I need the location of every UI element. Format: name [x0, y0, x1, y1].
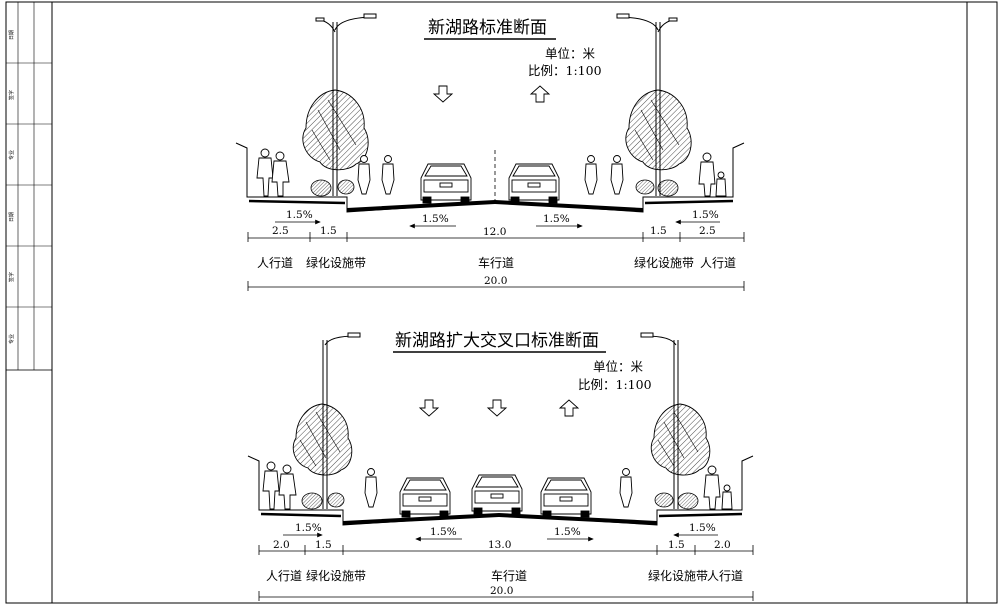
section-title: 新湖路扩大交叉口标准断面	[395, 331, 599, 351]
pedestrian-icon	[256, 148, 290, 197]
width-label: 12.0	[483, 226, 506, 238]
pedestrian-icon	[262, 461, 297, 510]
margin-label: 日期	[9, 212, 15, 222]
shrub-icon	[310, 179, 355, 197]
scale-label: 比例：1:100	[578, 377, 652, 392]
car-icon	[540, 477, 592, 518]
lane-label: 人行道	[707, 569, 743, 583]
lane-label: 绿化设施带	[306, 568, 366, 583]
arrow-down-icon	[486, 399, 508, 417]
cyclist-icon	[364, 468, 378, 508]
width-label: 13.0	[488, 539, 511, 551]
total-width-label: 20.0	[490, 585, 513, 597]
car-icon	[471, 474, 523, 515]
tree-icon	[292, 403, 353, 476]
margin-label: 日期	[9, 30, 15, 40]
margin-label: 签字	[8, 90, 15, 100]
width-label: 2.5	[272, 225, 289, 237]
slope-label: 1.5%	[430, 526, 457, 538]
lane-label: 绿化设施带	[648, 568, 708, 583]
slope-label: 1.5%	[554, 526, 581, 538]
total-width-label: 20.0	[484, 275, 507, 287]
unit-label: 单位：米	[593, 359, 644, 374]
width-label: 2.0	[714, 539, 731, 551]
tree-icon	[650, 403, 711, 476]
arrow-up-icon	[558, 399, 580, 417]
width-label: 1.5	[320, 225, 337, 237]
margin-label: 专业	[8, 150, 15, 160]
car-icon	[420, 163, 472, 204]
lane-label: 人行道	[266, 569, 302, 583]
tree-icon	[302, 89, 369, 171]
arrow-down-icon	[432, 85, 454, 103]
arrow-up-icon	[529, 85, 551, 103]
slope-label: 1.5%	[689, 522, 716, 534]
road-profile	[247, 455, 754, 526]
shrub-icon	[301, 492, 345, 510]
lane-label: 人行道	[257, 256, 293, 270]
unit-label: 单位：米	[545, 46, 596, 61]
width-label: 1.5	[315, 539, 332, 551]
arrow-down-icon	[418, 399, 440, 417]
dimension-line	[258, 545, 754, 601]
slope-label: 1.5%	[295, 522, 322, 534]
lane-label: 人行道	[700, 256, 736, 270]
width-label: 2.0	[273, 539, 290, 551]
cyclist-icon	[584, 155, 624, 195]
margin-label: 专业	[8, 334, 15, 344]
width-label: 1.5	[668, 539, 685, 551]
section-title: 新湖路标准断面	[428, 18, 547, 38]
slope-label: 1.5%	[422, 213, 449, 225]
scale-label: 比例：1:100	[528, 63, 602, 78]
width-label: 1.5	[650, 225, 667, 237]
shrub-icon	[654, 492, 699, 510]
section-standard: 新湖路标准断面 单位：米 比例：1:100 1.5% 1.5% 1.5% 1.5…	[235, 13, 745, 291]
lane-label: 绿化设施带	[634, 255, 694, 270]
sheet-frame	[5, 1, 998, 604]
tree-icon	[625, 89, 692, 171]
car-icon	[399, 477, 451, 518]
section-intersection: 新湖路扩大交叉口标准断面 单位：米 比例：1:100 1.5% 1.5% 1.5…	[247, 331, 754, 601]
lane-label: 绿化设施带	[306, 255, 366, 270]
slope-label: 1.5%	[692, 209, 719, 221]
lane-label: 车行道	[491, 568, 527, 583]
pedestrian-icon	[698, 152, 727, 197]
pedestrian-icon	[703, 465, 733, 510]
lane-label: 车行道	[478, 255, 514, 270]
margin-title-block: 日期 签字 专业 日期 签字 专业	[5, 1, 53, 371]
road-profile	[235, 142, 745, 213]
dimension-line	[247, 232, 745, 291]
slope-label: 1.5%	[286, 209, 313, 221]
cyclist-icon	[619, 468, 633, 508]
margin-label: 签字	[8, 272, 15, 282]
slope-label: 1.5%	[543, 213, 570, 225]
shrub-icon	[635, 179, 679, 197]
cyclist-icon	[357, 155, 395, 195]
car-icon	[508, 163, 560, 204]
width-label: 2.5	[699, 225, 716, 237]
